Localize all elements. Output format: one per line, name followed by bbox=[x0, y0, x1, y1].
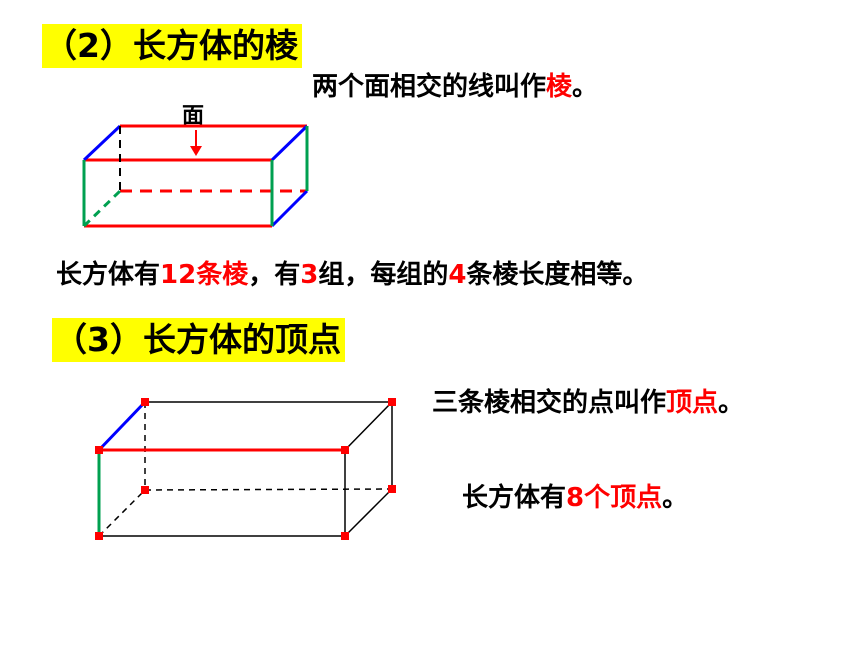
v-edge-bottom-right bbox=[344, 488, 393, 537]
v-edge-top-right bbox=[344, 401, 393, 451]
vertex-marker bbox=[341, 446, 349, 454]
group-count: 3 bbox=[300, 260, 319, 290]
edge-term: 棱 bbox=[546, 72, 573, 102]
v-edge-bottom-left-hidden bbox=[98, 489, 146, 537]
edge-definition: 两个面相交的线叫作棱。 bbox=[312, 72, 599, 102]
vertex-count-statement: 长方体有8个顶点。 bbox=[462, 483, 689, 513]
vertex-term: 顶点 bbox=[666, 388, 719, 418]
section3-heading: （3）长方体的顶点 bbox=[52, 318, 345, 362]
vertex-marker bbox=[141, 398, 149, 406]
cuboid-vertices-diagram bbox=[95, 398, 396, 540]
vertex-definition: 三条棱相交的点叫作顶点。 bbox=[432, 388, 745, 418]
vertex-marker bbox=[341, 532, 349, 540]
section2-heading: （2）长方体的棱 bbox=[42, 24, 302, 68]
vertex-marker bbox=[95, 532, 103, 540]
vertex-count: 8个顶点 bbox=[566, 483, 663, 513]
v-edge-top-left bbox=[97, 400, 147, 452]
face-arrow-head bbox=[190, 146, 202, 156]
vertex-marker bbox=[141, 486, 149, 494]
edge-bottom-left-hidden bbox=[82, 189, 122, 228]
face-label: 面 bbox=[182, 104, 205, 129]
vertex-marker bbox=[388, 398, 396, 406]
vertex-marker bbox=[95, 446, 103, 454]
v-edge-bottom-back-hidden bbox=[144, 488, 393, 491]
edge-top-right bbox=[270, 124, 309, 162]
vertex-marker bbox=[388, 485, 396, 493]
per-group-count: 4 bbox=[448, 260, 467, 290]
edge-top-left bbox=[82, 124, 122, 162]
edge-count: 12条棱 bbox=[160, 260, 249, 290]
edge-summary: 长方体有12条棱，有3组，每组的4条棱长度相等。 bbox=[56, 260, 649, 290]
edge-bottom-right bbox=[270, 189, 309, 228]
